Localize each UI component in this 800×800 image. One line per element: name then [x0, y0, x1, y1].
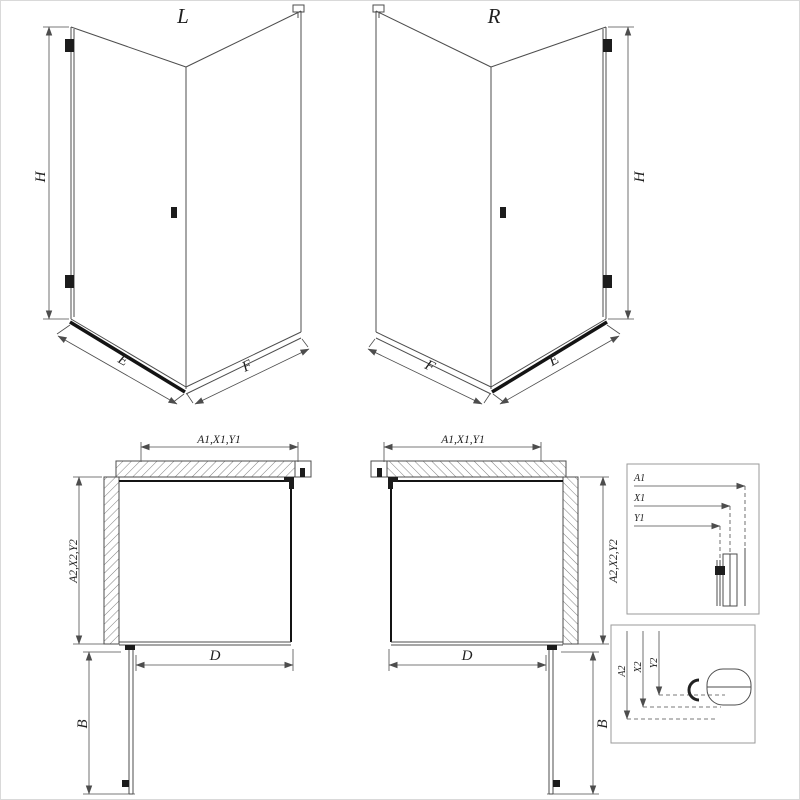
plan-left-glass — [119, 477, 294, 646]
dim-label-e: E — [114, 351, 131, 370]
variant-label-l: L — [176, 4, 189, 28]
dim-label-x2: X2 — [633, 661, 644, 673]
detail-depth-profile — [687, 668, 752, 706]
dim-label-b: B — [75, 719, 91, 728]
iso-view-right: H F E R — [367, 4, 648, 405]
dim-label-f: F — [239, 357, 256, 376]
plan-left-open-door — [122, 645, 135, 795]
detail-border — [626, 463, 760, 615]
dim-label-h: H — [33, 170, 49, 183]
iso-view-left: H E F L — [33, 4, 310, 405]
plan-left-walls — [103, 460, 312, 645]
dim-label-f: F — [421, 357, 438, 376]
detail-width-callouts: A1 X1 Y1 — [633, 473, 746, 560]
dimension-h-left: H — [33, 26, 69, 320]
dimension-e-left: E — [56, 324, 185, 405]
dim-label-depth: A2,X2,Y2 — [68, 539, 80, 584]
hinge-icon — [125, 645, 135, 650]
corner-bracket-icon — [284, 477, 294, 482]
hinge-icon — [603, 39, 612, 52]
iso-left-enclosure — [65, 4, 305, 395]
door-handle-icon — [500, 207, 506, 218]
dimension-f-left: F — [186, 338, 310, 405]
wall-hatch-right — [562, 476, 579, 645]
handle-section-icon — [687, 678, 700, 702]
dim-label-a2: A2 — [617, 665, 628, 677]
dimension-width-left: A1,X1,Y1 — [140, 434, 299, 462]
dim-label-width: A1,X1,Y1 — [440, 434, 484, 446]
dim-label-a1: A1 — [633, 473, 645, 484]
dim-label-d: D — [461, 648, 473, 664]
wall-bracket-icon — [372, 4, 385, 13]
detail-border — [610, 624, 756, 744]
variant-label-r: R — [487, 4, 501, 28]
dim-label-depth: A2,X2,Y2 — [608, 539, 620, 584]
detail-depth-callouts: A2 X2 Y2 — [617, 631, 725, 720]
dim-label-y2: Y2 — [649, 658, 660, 669]
detail-view-depth-dims: A2 X2 Y2 — [610, 624, 756, 744]
clamp-icon — [715, 566, 725, 575]
door-handle-icon — [553, 780, 560, 787]
plan-right-geometry — [370, 442, 609, 795]
plan-view-left: A1,X1,Y1 A2,X2,Y2 B D — [68, 434, 312, 795]
dim-label-b: B — [595, 719, 611, 728]
hinge-icon — [65, 39, 74, 52]
wall-hatch-top — [370, 460, 567, 478]
hinge-icon — [65, 275, 74, 288]
dim-label-d: D — [209, 648, 221, 664]
dim-label-e: E — [545, 351, 562, 370]
dimension-door-b-left: B — [75, 651, 135, 795]
dim-label-h: H — [632, 170, 648, 183]
detail-width-profile — [715, 548, 746, 607]
dimension-depth-left: A2,X2,Y2 — [68, 476, 117, 645]
plan-view-right: A1,X1,Y1 A2,X2,Y2 B D — [370, 434, 620, 795]
hinge-icon — [547, 645, 557, 650]
wall-bracket-icon — [292, 4, 305, 13]
hinge-icon — [603, 275, 612, 288]
corner-bracket-icon — [388, 477, 398, 482]
detail-view-width-dims: A1 X1 Y1 — [626, 463, 760, 615]
dimension-opening-d-left: D — [135, 648, 294, 671]
dim-label-width: A1,X1,Y1 — [196, 434, 240, 446]
wall-hatch-left — [103, 476, 120, 645]
dim-label-y1: Y1 — [634, 513, 645, 524]
iso-right-enclosure — [367, 4, 634, 405]
door-handle-icon — [171, 207, 177, 218]
door-handle-icon — [122, 780, 129, 787]
dim-label-x1: X1 — [633, 493, 645, 504]
wall-hatch-top — [115, 460, 312, 478]
